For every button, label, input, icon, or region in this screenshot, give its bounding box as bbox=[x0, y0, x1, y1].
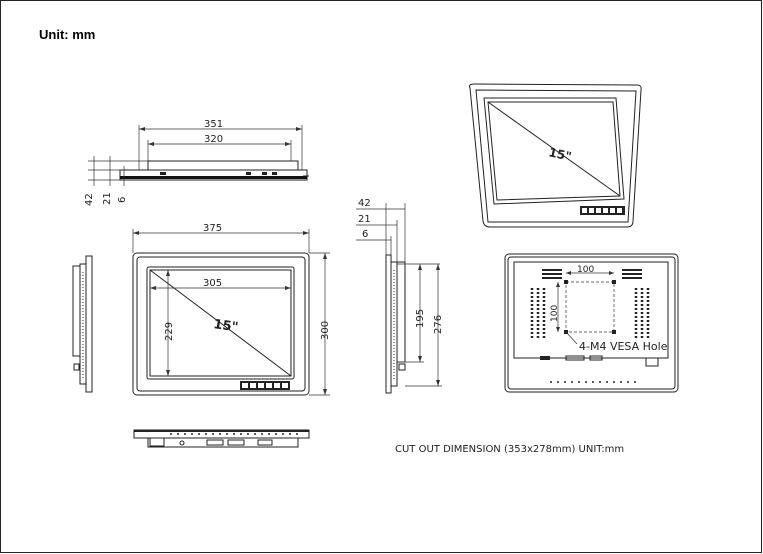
front-button-strip bbox=[240, 381, 290, 390]
back-view: 100 100 4-M4 VESA Hole bbox=[504, 253, 679, 393]
dim-42-side: 42 bbox=[358, 198, 371, 209]
perspective-button-strip bbox=[580, 206, 625, 215]
top-view-bezel bbox=[120, 176, 307, 179]
vent-top-right bbox=[622, 269, 642, 279]
vesa-hole-label: 4-M4 VESA Hole bbox=[579, 340, 668, 353]
cutout-note: CUT OUT DIMENSION (353x278mm) UNIT:mm bbox=[395, 444, 624, 455]
perspective-screen bbox=[483, 97, 625, 205]
front-view: 15" 375 305 bbox=[132, 223, 331, 396]
back-ports bbox=[540, 355, 659, 383]
vent-left-columns bbox=[530, 288, 546, 340]
top-view: 351 320 42 21 6 bbox=[84, 119, 309, 206]
dim-100-vertical: 100 bbox=[550, 305, 560, 322]
perspective-diag-label: 15" bbox=[547, 145, 572, 163]
vent-right-columns bbox=[634, 288, 650, 340]
perspective-view: 15" bbox=[469, 83, 642, 228]
unit-heading: Unit: mm bbox=[39, 27, 96, 42]
bottom-view bbox=[133, 429, 310, 448]
dim-21-side: 21 bbox=[358, 214, 371, 225]
left-side-view bbox=[72, 255, 93, 393]
front-bezel bbox=[132, 252, 310, 396]
dim-195: 195 bbox=[415, 309, 426, 328]
dim-42-top: 42 bbox=[84, 193, 95, 206]
front-screen bbox=[146, 266, 295, 380]
back-bezel bbox=[504, 253, 679, 393]
dim-305: 305 bbox=[203, 278, 222, 289]
top-view-back bbox=[147, 160, 299, 171]
dim-276: 276 bbox=[433, 315, 444, 334]
dim-6-top: 6 bbox=[117, 197, 128, 203]
vesa-pattern bbox=[565, 281, 615, 333]
dim-300: 300 bbox=[320, 321, 331, 340]
dim-21-top: 21 bbox=[102, 192, 113, 205]
dim-229: 229 bbox=[164, 322, 175, 341]
dim-320: 320 bbox=[204, 134, 223, 145]
perspective-bezel bbox=[469, 83, 642, 228]
dim-375: 375 bbox=[203, 223, 222, 234]
dim-6-side: 6 bbox=[362, 229, 368, 240]
front-diag-label: 15" bbox=[212, 317, 239, 335]
dim-100-horizontal: 100 bbox=[577, 265, 594, 275]
vent-top-left bbox=[542, 269, 562, 279]
dim-351: 351 bbox=[204, 119, 223, 130]
right-side-view: 42 21 6 195 276 bbox=[356, 198, 444, 394]
